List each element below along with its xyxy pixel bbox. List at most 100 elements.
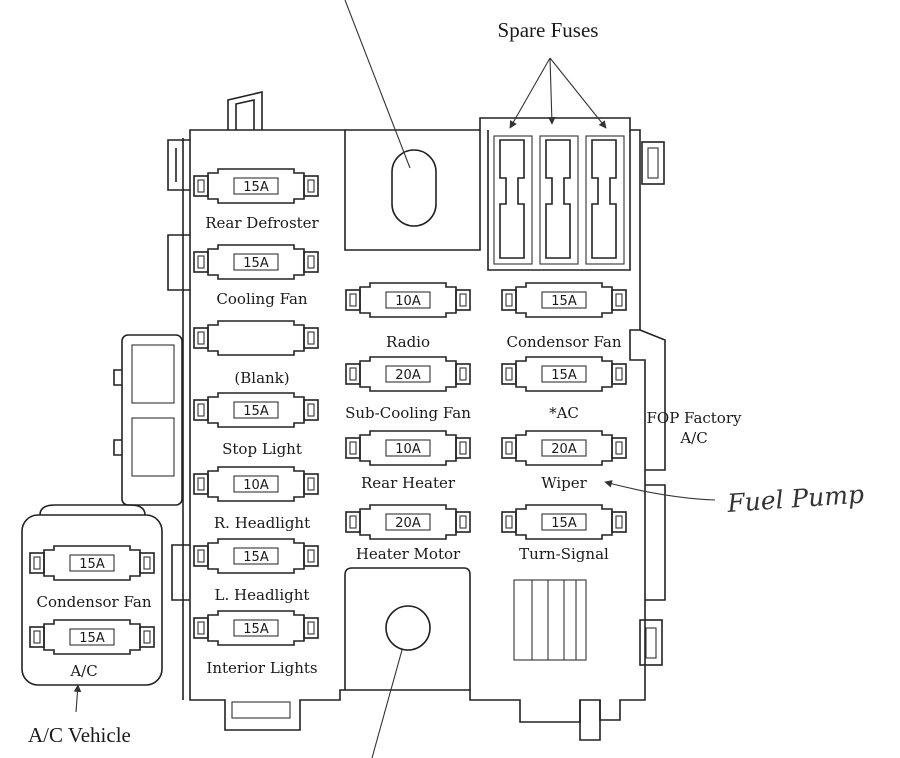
fuse-blade-right xyxy=(307,403,315,417)
fuse-rating: 15A xyxy=(551,516,577,531)
fuse-blade-right xyxy=(459,515,467,529)
fuse-cap-right xyxy=(303,545,319,567)
fuse-window xyxy=(541,365,587,383)
fuse-blade-right xyxy=(307,179,315,193)
fuse-window xyxy=(385,365,431,383)
ac-vehicle-label: A/C Vehicle xyxy=(28,723,131,747)
right-fuse-1: 15A xyxy=(501,282,627,318)
fuse-body xyxy=(207,320,305,356)
ac-fuse-2-label: A/C xyxy=(69,662,97,680)
fuse-cap-left xyxy=(29,626,45,648)
fuse-window xyxy=(233,547,279,565)
fuse-cap-right xyxy=(455,437,471,459)
fuse-cap-right xyxy=(303,175,319,197)
top-pointer-line xyxy=(344,0,411,169)
left-fuse-4: 15A xyxy=(193,392,319,428)
left-fuse-1: 15A xyxy=(193,168,319,204)
right-fuse-3: 20A xyxy=(501,430,627,466)
fuse-body xyxy=(515,282,613,318)
mid-fuse-1: 10A xyxy=(345,282,471,318)
fuse-rating: 20A xyxy=(395,368,421,383)
fuse-body xyxy=(207,538,305,574)
fuse-body xyxy=(515,356,613,392)
fuse-window xyxy=(69,628,115,646)
fuse-cap-left xyxy=(501,437,517,459)
fuse-blade-left xyxy=(197,179,205,193)
fuse-body xyxy=(359,356,457,392)
left-fuse-2: 15A xyxy=(193,244,319,280)
ac-fuse-2: 15A xyxy=(29,619,155,655)
mid-fuse-3-label: Rear Heater xyxy=(361,474,456,492)
fuse-body xyxy=(515,430,613,466)
fuse-rating: 15A xyxy=(243,622,269,637)
fuse-blade-right xyxy=(307,621,315,635)
fuse-cap-right xyxy=(139,626,155,648)
fuse-cap-left xyxy=(345,363,361,385)
ac-fuse-1: 15A xyxy=(29,545,155,581)
left-fuse-7-label: Interior Lights xyxy=(206,659,317,677)
fuse-rating: 15A xyxy=(551,294,577,309)
fuse-cap-left xyxy=(193,251,209,273)
fuse-window xyxy=(233,177,279,195)
spare-arrow-3 xyxy=(549,57,607,129)
fuse-blade-right xyxy=(307,255,315,269)
fuse-cap-left xyxy=(501,511,517,533)
fuse-cap-right xyxy=(455,363,471,385)
fuse-box-housing xyxy=(113,90,666,741)
left-fuse-3-label: (Blank) xyxy=(234,369,289,387)
mid-fuse-2-label: Sub-Cooling Fan xyxy=(345,404,471,422)
fuse-body xyxy=(359,282,457,318)
left-fuse-4-label: Stop Light xyxy=(222,440,302,458)
fuse-blade-right xyxy=(615,441,623,455)
fuse-rating: 15A xyxy=(243,404,269,419)
fuse-cap-left xyxy=(29,552,45,574)
fop-factory-label: FOP Factory xyxy=(646,409,742,427)
fuse-rating: 15A xyxy=(243,180,269,195)
fuse-cap-left xyxy=(193,545,209,567)
fuse-cap-right xyxy=(611,511,627,533)
fuse-cap-right xyxy=(303,251,319,273)
fuse-cap-left xyxy=(501,363,517,385)
fuse-body xyxy=(207,466,305,502)
fuse-cap-right xyxy=(611,437,627,459)
fuse-cap-right xyxy=(611,363,627,385)
fuse-window xyxy=(233,619,279,637)
fuse-blade-right xyxy=(307,477,315,491)
fuse-rating: 20A xyxy=(551,442,577,457)
fuse-body xyxy=(515,504,613,540)
left-fuse-3 xyxy=(193,320,319,356)
fuel-pump-note: Fuel Pump xyxy=(725,480,865,519)
fuse-cap-right xyxy=(455,289,471,311)
fuse-blade-left xyxy=(505,293,513,307)
fuel-pump-arrow xyxy=(604,480,716,501)
fuse-cap-left xyxy=(345,511,361,533)
fuse-cap-left xyxy=(345,437,361,459)
left-fuse-5: 10A xyxy=(193,466,319,502)
fuse-cap-right xyxy=(611,289,627,311)
left-fuse-6-label: L. Headlight xyxy=(215,586,310,604)
fuse-blade-right xyxy=(615,515,623,529)
spare-arrow-1 xyxy=(509,57,551,129)
fuse-window xyxy=(385,291,431,309)
fuse-window xyxy=(385,513,431,531)
fuse-blade-left xyxy=(349,293,357,307)
pointer-lines xyxy=(73,0,716,758)
fuse-window xyxy=(233,253,279,271)
right-fuse-4-label: Turn-Signal xyxy=(519,545,609,563)
fuse-blade-left xyxy=(33,556,41,570)
spare-arrow-2 xyxy=(547,57,556,125)
mid-fuse-4: 20A xyxy=(345,504,471,540)
fuse-blade-left xyxy=(197,549,205,563)
fuse-window xyxy=(69,554,115,572)
fuse-cap-left xyxy=(501,289,517,311)
fuse-cap-left xyxy=(193,399,209,421)
fuse-cap-left xyxy=(193,175,209,197)
fuse-blade-right xyxy=(143,556,151,570)
fuse-rating: 20A xyxy=(395,516,421,531)
ac-vehicle-arrow xyxy=(73,684,82,713)
fuse-blade-left xyxy=(197,477,205,491)
mid-fuse-3: 10A xyxy=(345,430,471,466)
fuse-rating: 10A xyxy=(395,442,421,457)
fuse-window xyxy=(233,475,279,493)
